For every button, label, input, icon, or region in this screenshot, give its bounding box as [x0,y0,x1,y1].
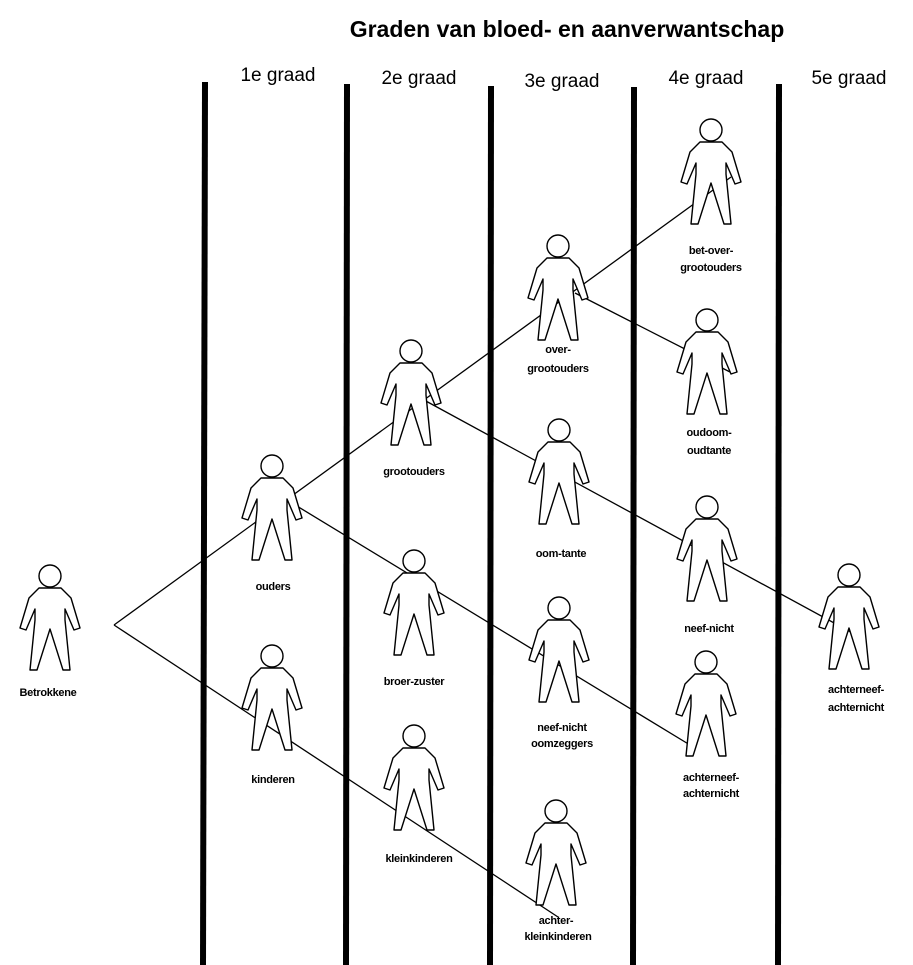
person-label-line-2: achternicht [683,788,740,800]
person-label-line-1: achterneef- [828,684,885,696]
person-neef-nicht: neef-nicht [676,495,738,635]
person-label-line-1: achterneef- [683,772,740,784]
person-betrokkene: Betrokkene [19,564,81,699]
person-broer-zuster: broer-zuster [383,549,446,688]
person-label: grootouders [383,466,445,478]
line-to-descendants [113,624,559,918]
person-label-line-2: grootouders [680,262,742,274]
person-figure [19,564,81,671]
person-figure [676,308,738,415]
person-label: kleinkinderen [385,853,453,865]
person-achterneef-achternicht-4e: achterneef- achternicht [675,650,740,800]
person-label-line-2: grootouders [527,363,589,375]
person-figure [380,339,442,446]
person-label-line-1: oudoom- [687,427,733,439]
degree-divider-5 [775,83,782,965]
kinship-lines [113,176,859,918]
person-label-line-2: oomzeggers [531,738,593,750]
person-figure [675,650,737,757]
person-figure [383,549,445,656]
degree-header-1: 1e graad [240,65,315,86]
person-overgrootouders: over- grootouders [527,234,589,375]
person-achterkleinkinderen: achter- kleinkinderen [524,799,592,943]
person-figure [241,454,303,561]
person-label-line-1: over- [545,344,571,356]
person-label-line-1: bet-over- [689,245,734,257]
person-oom-tante: oom-tante [528,418,590,560]
person-achterneef-achternicht-5e: achterneef- achternicht [818,563,885,714]
person-label-line-1: neef-nicht [537,722,587,734]
person-figure [818,563,880,670]
person-label: kinderen [251,774,295,786]
person-figure [680,118,742,225]
person-figure [528,418,590,525]
degree-divider-1 [200,81,208,965]
person-figure [528,596,590,703]
degree-header-4: 4e graad [668,68,743,89]
person-label: Betrokkene [20,687,77,699]
person-kleinkinderen: kleinkinderen [383,724,453,865]
person-label: ouders [256,581,291,593]
person-ouders: ouders [241,454,303,593]
person-kinderen: kinderen [241,644,303,786]
person-label-line-2: achternicht [828,702,885,714]
degree-divider-2 [343,83,350,965]
person-figure [676,495,738,602]
person-figure [527,234,589,341]
person-oudoom-oudtante: oudoom- oudtante [676,308,738,457]
person-figure [525,799,587,906]
person-betovergrootouders: bet-over- grootouders [680,118,742,274]
line-ouders-achterneef-4 [286,499,691,746]
person-figure [383,724,445,831]
person-label: oom-tante [536,548,587,560]
degree-divider-4 [630,86,637,965]
person-neef-nicht-oomzeggers: neef-nicht oomzeggers [528,596,593,750]
line-grootouders-achterneef-5 [423,399,859,637]
degree-header-3: 3e graad [524,71,599,92]
degree-header-5: 5e graad [811,68,886,89]
person-label-line-2: kleinkinderen [524,931,592,943]
person-label-line-1: achter- [539,915,574,927]
person-figure [241,644,303,751]
person-label: broer-zuster [384,676,446,688]
person-grootouders: grootouders [380,339,445,478]
person-label-line-2: oudtante [687,445,731,457]
diagram-title: Graden van bloed- en aanverwantschap [350,16,785,42]
degree-divider-3 [487,85,494,965]
person-label: neef-nicht [684,623,734,635]
degree-header-2: 2e graad [381,68,456,89]
